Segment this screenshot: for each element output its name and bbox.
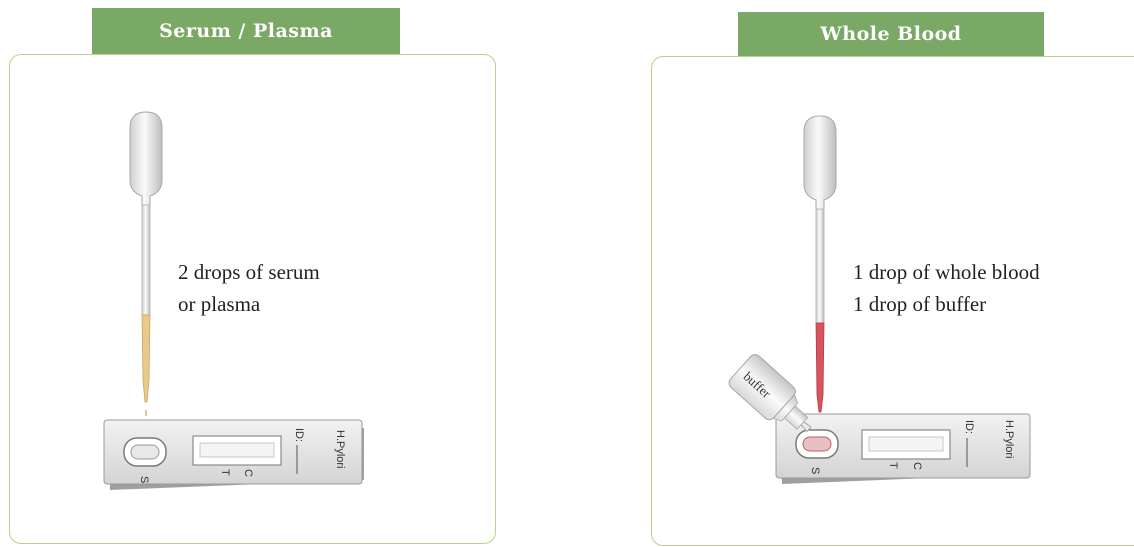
blood-instruction-line-1: 1 drop of whole blood — [853, 256, 1040, 288]
serum-in-pipette — [142, 315, 150, 402]
well-label-left: S — [138, 476, 150, 483]
t-label-right: T — [887, 462, 899, 469]
well-label-right: S — [809, 467, 821, 474]
blood-instruction-line-2: 1 drop of buffer — [853, 288, 1040, 320]
c-label-left: C — [242, 469, 254, 477]
serum-instruction-line-2: or plasma — [178, 288, 320, 320]
serum-instruction-line-1: 2 drops of serum — [178, 256, 320, 288]
pipette-left — [130, 112, 162, 428]
id-label-right: ID: — [963, 420, 975, 434]
serum-instructions: 2 drops of serum or plasma — [178, 256, 320, 320]
blood-in-pipette — [816, 323, 824, 412]
id-label-left: ID: — [293, 428, 305, 442]
test-cassette-right: S T C ID: H.Pylori — [776, 414, 1030, 484]
test-cassette-left: S T C ID: H.Pylori — [104, 420, 364, 490]
serum-drop-1 — [145, 410, 147, 416]
brand-left: H.Pylori — [334, 430, 346, 469]
brand-right: H.Pylori — [1003, 420, 1015, 459]
whole-blood-instructions: 1 drop of whole blood 1 drop of buffer — [853, 256, 1040, 320]
pipette-right — [804, 116, 836, 430]
t-label-left: T — [219, 469, 231, 476]
c-label-right: C — [911, 462, 923, 470]
